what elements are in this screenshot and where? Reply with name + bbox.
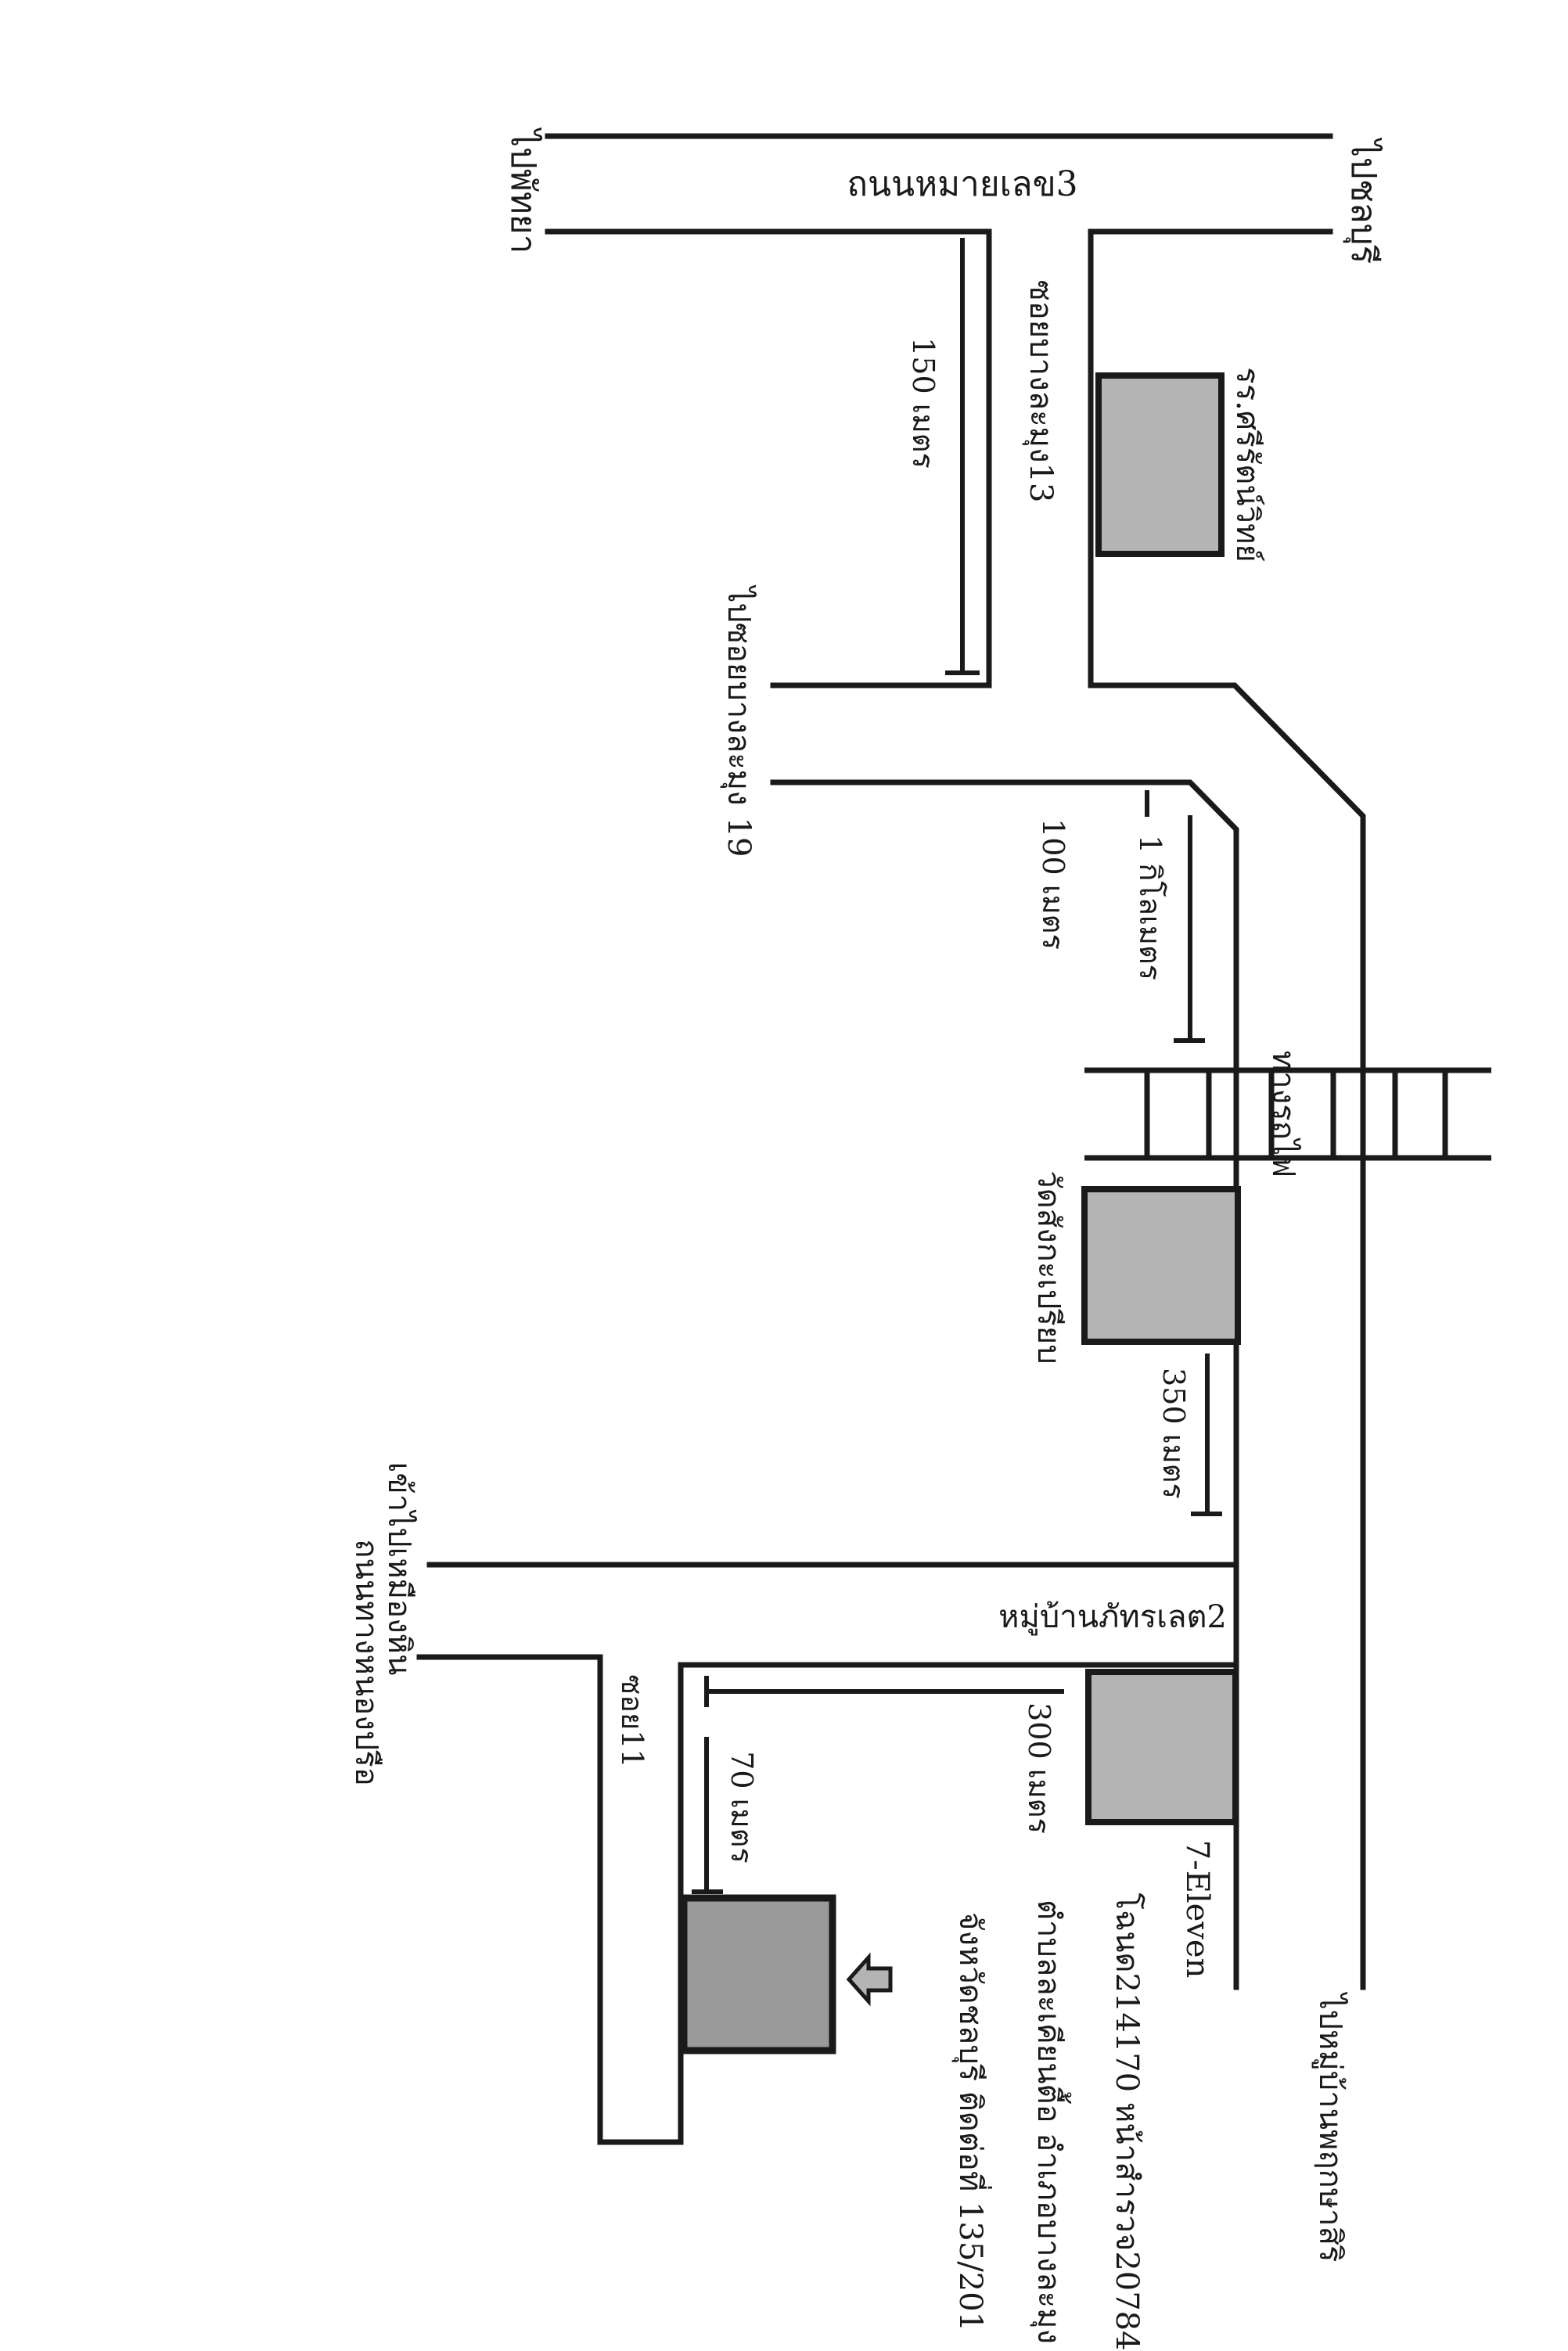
to-pattaya-label: ไปพัทยา (503, 129, 543, 254)
to-soi-19-label-b: 19 (721, 817, 757, 857)
to-nong-prue-label: ถนนทางหนองปรือ (348, 1539, 384, 1786)
temple-label: วัดสังกะเปรียบ (1030, 1170, 1066, 1364)
seven-eleven-label: 7-Eleven (1179, 1839, 1215, 1979)
dist-300-label: 300 เมตร (1022, 1702, 1056, 1834)
to-chonburi-label: ไปชลบุรี (1343, 139, 1383, 264)
dist-150-label: 150 เมตร (906, 337, 940, 469)
dist-1km-label: 1 กิโลเมตร (1133, 834, 1167, 981)
dist-350-label: 350 เมตร (1156, 1368, 1191, 1499)
railway (1084, 1067, 1491, 1161)
to-village-right-label: ไปหมู่บ้านพฤกษาสิริ (1312, 1993, 1348, 2263)
temple-building (1081, 1186, 1241, 1345)
soi-11-label: ซอย11 (615, 1674, 649, 1768)
to-soi-19-label-a: ไปซอยบางละมุง (721, 587, 757, 806)
destination-plot (680, 1894, 836, 2054)
soi13-right-edge (1088, 228, 1366, 1990)
main-road-left-edge (426, 779, 1239, 1568)
dist-70-label: 70 เมตร (725, 1751, 759, 1864)
dist-100-label: 100 เมตร (1036, 818, 1070, 950)
school-building (1095, 372, 1225, 557)
railway-label: ทางรถไฟ (1265, 1050, 1301, 1178)
school-label: รร.ศรีรัตน์วิทย์ (1229, 367, 1265, 563)
address-line-1: จังหวัดชลบุรี ติดต่อที่ 135/201 (952, 1911, 988, 2332)
highway-label: ถนนหมายเลข3 (847, 164, 1078, 204)
soi-13-label: ซอยบางละมุง13 (1023, 279, 1059, 503)
arrow-left-icon (846, 1952, 893, 2007)
seven-eleven-building (1085, 1669, 1239, 1825)
address-line-3: โฉนด214170 หน้าสำรวจ20784 (1109, 1893, 1145, 2351)
village-label: หมู่บ้านภัทรเลต2 (998, 1599, 1227, 1635)
address-line-2: ตำบลละเคียนตื้อ อำเภอบางละมุง (1030, 1899, 1066, 2345)
to-mine-label: เข้าไปเหมืองหิน (381, 1461, 417, 1676)
